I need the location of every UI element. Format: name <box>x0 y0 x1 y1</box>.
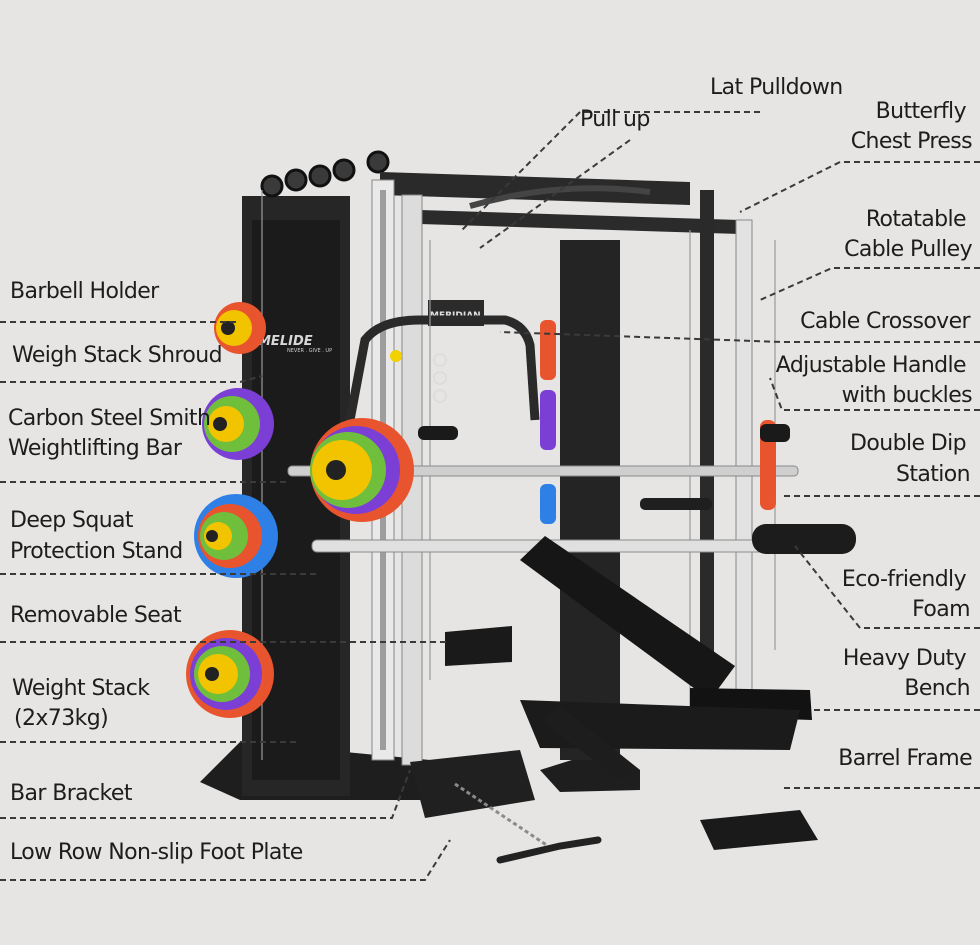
label-removable-seat: Removable Seat <box>10 603 182 628</box>
label-weigh-stack-shroud: Weigh Stack Shroud <box>12 343 223 368</box>
storage-plates-2 <box>202 388 274 460</box>
label-barbell-holder: Barbell Holder <box>10 279 159 304</box>
bench-foot <box>700 810 818 850</box>
label-cable-crossover: Cable Crossover <box>800 309 970 334</box>
label-adjustable-line1: Adjustable Handle <box>775 353 967 378</box>
label-low-row: Low Row Non-slip Foot Plate <box>10 840 303 865</box>
label-carbon-line2: Weightlifting Bar <box>8 436 182 461</box>
label-eco-line1: Eco-friendly <box>841 567 967 592</box>
label-weight-stack-line1: Weight Stack <box>12 676 150 701</box>
label-deep-squat-line2: Protection Stand <box>10 539 183 564</box>
label-heavy-line2: Bench <box>904 676 970 701</box>
cable-handle-right <box>760 424 790 442</box>
label-lat-pulldown: Lat Pulldown <box>710 75 843 100</box>
smith-bar <box>287 465 799 477</box>
label-barrel-frame: Barrel Frame <box>838 746 972 771</box>
seat <box>445 626 512 666</box>
bar-plates <box>310 418 414 522</box>
right-weight-tower <box>560 240 620 760</box>
foot-plate <box>410 750 535 818</box>
label-weight-stack-line2: (2x73kg) <box>14 706 109 731</box>
bench-back <box>520 536 735 700</box>
foam-roller <box>752 524 856 554</box>
brand-tagline: NEVER . GIVE . UP <box>287 348 332 354</box>
top-pulleys <box>260 150 390 198</box>
storage-plates-3 <box>194 494 278 578</box>
label-dip-line1: Double Dip <box>850 431 967 456</box>
storage-plates-1 <box>214 302 266 354</box>
label-butterfly-line2: Chest Press <box>850 129 973 154</box>
label-rotatable-line2: Cable Pulley <box>844 237 972 262</box>
low-row-handle <box>496 836 602 864</box>
cable-handle-left <box>418 426 458 440</box>
top-frame <box>380 172 690 205</box>
label-adjustable-line2: with buckles <box>841 383 973 408</box>
label-dip-line2: Station <box>895 462 971 487</box>
brand-logo-side: MELIDE <box>258 334 313 349</box>
label-carbon-line1: Carbon Steel Smith <box>8 406 211 431</box>
label-pull-up: Pull up <box>580 107 650 132</box>
label-bar-bracket: Bar Bracket <box>10 781 132 806</box>
storage-plates-4 <box>186 630 274 718</box>
label-eco-line2: Foam <box>912 597 970 622</box>
label-heavy-line1: Heavy Duty <box>842 646 967 671</box>
label-rotatable-line1: Rotatable <box>865 207 967 232</box>
label-butterfly-line1: Butterfly <box>875 99 967 124</box>
label-deep-squat-line1: Deep Squat <box>10 508 134 533</box>
